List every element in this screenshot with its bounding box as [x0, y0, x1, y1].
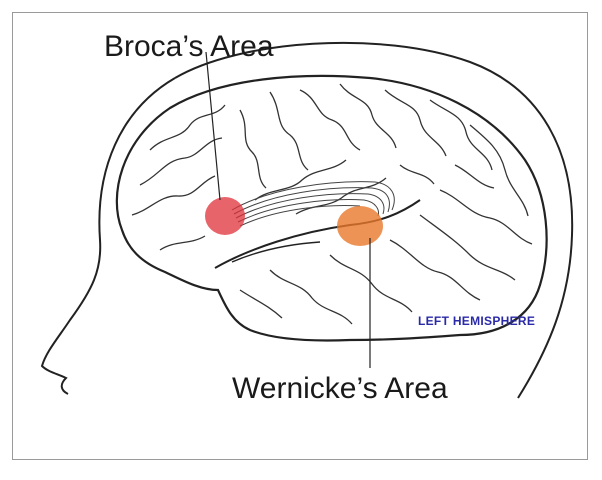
wernicke-label: Wernicke’s Area: [232, 372, 448, 405]
arcuate-fasciculus: [231, 181, 395, 227]
wernicke-region: [337, 206, 383, 246]
hemisphere-label: LEFT HEMISPHERE: [418, 314, 535, 328]
head-outline: [174, 41, 574, 399]
temporal-lobe-top: [231, 241, 321, 263]
broca-region: [205, 197, 245, 235]
broca-leader-line: [205, 51, 221, 201]
broca-label: Broca’s Area: [104, 30, 274, 63]
face-profile: [40, 77, 176, 395]
brain-folds: [131, 83, 533, 325]
brain-outline: [115, 74, 548, 342]
